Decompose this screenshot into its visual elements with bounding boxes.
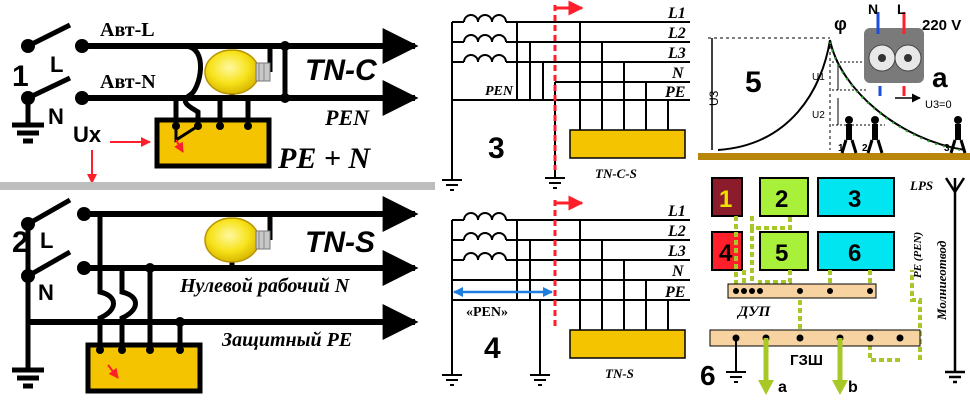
panel-2-ground-icon [12,367,44,389]
panel-4-line-pe: PE [664,284,685,301]
panel-6-boxes [711,177,895,271]
panel-1-system: TN-C [305,54,378,87]
panel-2-lines [21,196,419,370]
panel-1-pe-n: PE + N [277,142,371,175]
panel-4-line-l1: L1 [667,203,686,220]
panel-3-system: TN-C-S [595,166,637,181]
panel-5-number: 5 [745,66,762,99]
panel-6-box-3-label: 3 [848,186,861,213]
panel-2-label-l: L [40,228,53,253]
panel-1-ux: Ux [73,122,102,147]
panel-6-grounding: 1 2 3 4 5 6 ДУП ГЗШ [700,177,966,396]
panel-6-box-6-label: 6 [848,240,861,267]
panel-6-box-2 [759,177,809,217]
panel-3-load-box [569,129,686,159]
panel-4-line-l3: L3 [667,243,686,260]
panel-4-grounds [442,374,550,386]
panel-6-box-6 [817,231,895,271]
panel-6-gzsh-ground-icon [726,338,746,383]
panel-5-position-1: 1 [838,143,844,154]
divider-bar [0,182,435,190]
panel-5-socket-n: N [868,1,878,17]
panel-3-line-l1: L1 [667,5,686,22]
panel-5-voltage: 220 V [922,17,961,34]
panel-1-label-n: N [48,104,64,129]
panel-5-left-curve [717,39,831,151]
panel-1-breaker-l: Авт-L [100,19,155,41]
panel-2-number: 2 [12,226,29,259]
panel-4-system: TN-S [605,366,634,381]
panel-2-tn-s: 2 L N TN-S Нулевой рабочий N За [12,196,419,394]
panel-5-socket-l: L [897,1,906,17]
panel-1-appliance-box [154,43,272,169]
panel-6-dup-terminals [733,288,873,294]
panel-5-u2: U2 [812,110,825,121]
panel-5-u3: U3 [707,90,721,106]
panel-3-line-pe: PE [664,84,685,101]
panel-2-protective-label: Защитный PE [221,329,352,351]
panel-6-box-4-label: 4 [719,240,733,267]
panel-5-letter: a [932,62,948,93]
panel-6-arrow-a: a [778,379,787,396]
panel-3-grounds [442,177,565,191]
panel-5-position-3: 3 [944,143,950,154]
panel-6-number: 6 [700,360,716,391]
panel-3-tn-c-s: L1 L2 L3 N PE PEN 3 TN-C-S [442,0,690,191]
panel-5-person-icons [840,116,967,154]
panel-4-coils [463,212,507,261]
panel-6-box-5-label: 5 [775,240,788,267]
panel-4-pen: «PEN» [466,305,508,320]
panel-3-coils [463,14,507,63]
panel-4-load-box [569,329,686,359]
panel-3-line-l3: L3 [667,45,686,62]
panel-1-bulb-icon [204,41,290,103]
panel-2-system: TN-S [305,226,375,259]
panel-5-u1: U1 [812,72,825,83]
panel-3-pen: PEN [485,84,514,99]
panel-6-box-3 [817,177,895,217]
panel-6-pe-pen: PE (PEN) [912,232,924,278]
panel-6-box-5 [759,231,809,271]
panel-5-socket-icon [864,12,924,103]
panel-1-label-l: L [50,52,63,77]
panel-6-box-1 [711,177,743,217]
panel-6-box-1-label: 1 [719,186,732,213]
panel-2-neutral-label: Нулевой рабочий N [179,275,351,297]
panel-6-lightning-rod-icon [944,177,966,384]
panel-6-dup-label: ДУП [736,304,772,320]
panel-5-step-voltage: 5 φ U3 U1 U2 1 2 3 N L 220 V a U3=0 [698,1,970,160]
panel-6-lps: LPS [909,178,933,193]
panel-3-line-l2: L2 [667,25,686,42]
panel-6-gzsh-label: ГЗШ [790,352,823,369]
panel-2-appliance-box [85,214,203,394]
panel-6-gzsh-bar [709,329,921,347]
panel-5-u3-zero: U3=0 [925,99,952,111]
panel-1-ground-icon [12,122,44,144]
panel-1-breaker-n: Авт-N [100,71,156,93]
panel-1-pen: PEN [324,105,370,130]
panel-5-position-2: 2 [862,143,868,154]
panel-6-arrow-b: b [848,379,858,396]
panel-6-box-2-label: 2 [775,186,788,213]
panel-2-bulb-icon [204,214,273,268]
panel-4-line-l2: L2 [667,223,686,240]
panel-1-number: 1 [12,60,29,93]
panel-1-tn-c: 1 Авт-L Авт-N L N [12,19,419,184]
panel-5-phi: φ [834,14,847,34]
panel-2-label-n: N [38,280,54,305]
panel-4-number: 4 [484,332,501,365]
panel-6-output-arrows [758,338,848,395]
panel-3-line-n: N [671,65,685,82]
panel-6-lightning-label: Молниеотвод [934,240,949,321]
panel-4-line-n: N [671,263,685,280]
panel-5-ground-bar [698,153,970,160]
panel-1-l-line [21,22,419,64]
panel-4-tn-s: L1 L2 L3 N PE «PEN» 4 TN-S [442,195,690,386]
panel-3-number: 3 [488,132,505,165]
